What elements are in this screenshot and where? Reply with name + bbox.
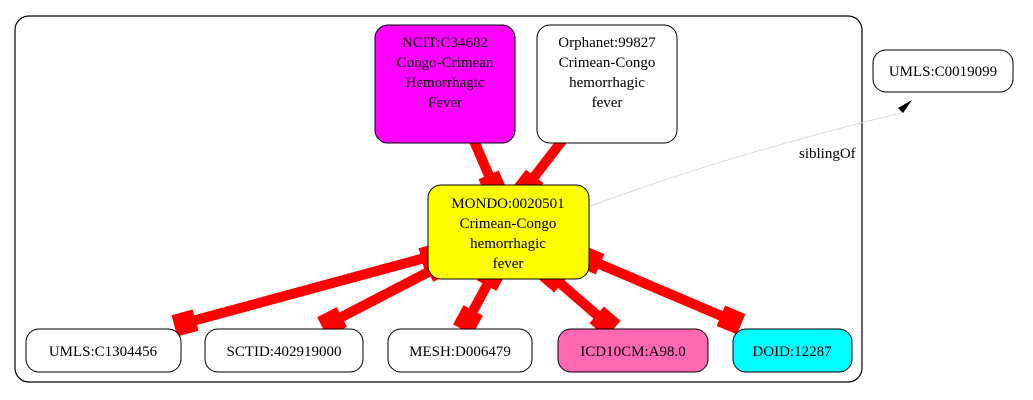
sibling-edge-label: siblingOf bbox=[799, 146, 856, 162]
node-sctid-label: SCTID:402919000 bbox=[226, 344, 341, 360]
node-ncit[interactable]: NCIT:C34682 Congo-Crimean Hemorrhagic Fe… bbox=[374, 24, 516, 144]
node-icd10cm[interactable]: ICD10CM:A98.0 bbox=[557, 328, 709, 373]
node-mondo-line-1: MONDO:0020501 bbox=[451, 196, 564, 212]
sibling-edge-arrowhead bbox=[898, 100, 912, 113]
node-sctid[interactable]: SCTID:402919000 bbox=[204, 328, 364, 373]
node-umls-c0019099[interactable]: UMLS:C0019099 bbox=[872, 49, 1014, 93]
node-mondo-line-2: Crimean-Congo bbox=[460, 216, 557, 232]
node-umls-c1304456[interactable]: UMLS:C1304456 bbox=[25, 328, 182, 373]
node-mondo-line-4: fever bbox=[493, 256, 524, 272]
node-ncit-line-2: Congo-Crimean bbox=[397, 55, 494, 71]
node-doid[interactable]: DOID:12287 bbox=[732, 328, 853, 373]
node-ncit-line-1: NCIT:C34682 bbox=[402, 35, 488, 51]
node-umls-c1304456-label: UMLS:C1304456 bbox=[49, 344, 158, 360]
edge-icd10cm[interactable] bbox=[549, 273, 609, 326]
edge-doid[interactable] bbox=[588, 255, 733, 325]
node-doid-label: DOID:12287 bbox=[752, 344, 832, 360]
node-umls-c0019099-label: UMLS:C0019099 bbox=[889, 64, 997, 80]
node-orphanet-line-1: Orphanet:99827 bbox=[558, 35, 656, 51]
edge-mesh-cap-start bbox=[453, 305, 483, 335]
node-mesh[interactable]: MESH:D006479 bbox=[387, 328, 533, 373]
sibling-edge[interactable] bbox=[587, 111, 906, 208]
edge-umls[interactable] bbox=[183, 251, 434, 328]
node-ncit-line-4: Fever bbox=[428, 95, 462, 111]
edge-doid-cap-start bbox=[716, 305, 746, 335]
node-ncit-line-3: Hemorrhagic bbox=[405, 75, 484, 91]
node-orphanet-line-3: hemorrhagic bbox=[569, 75, 645, 91]
cluster-boundary bbox=[14, 15, 863, 383]
node-orphanet[interactable]: Orphanet:99827 Crimean-Congo hemorrhagic… bbox=[536, 24, 678, 144]
node-icd10cm-label: ICD10CM:A98.0 bbox=[580, 344, 685, 360]
node-mesh-label: MESH:D006479 bbox=[409, 344, 511, 360]
node-orphanet-line-4: fever bbox=[592, 95, 623, 111]
edge-sctid[interactable] bbox=[329, 262, 441, 327]
node-mondo-line-3: hemorrhagic bbox=[470, 236, 546, 252]
node-orphanet-line-2: Crimean-Congo bbox=[559, 55, 656, 71]
node-mondo-center[interactable]: MONDO:0020501 Crimean-Congo hemorrhagic … bbox=[427, 184, 590, 280]
edge-umls-cap-start bbox=[171, 309, 199, 337]
